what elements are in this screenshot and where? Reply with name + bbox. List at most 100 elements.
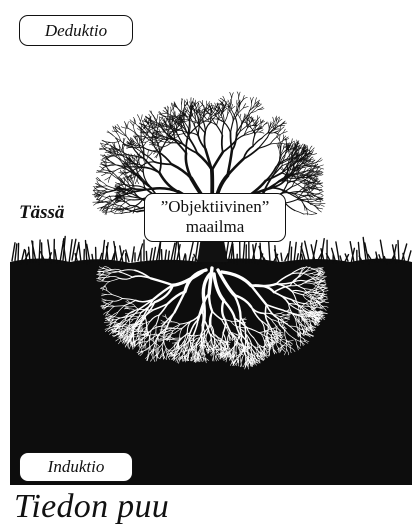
- branch-segment: [222, 123, 224, 135]
- branch-segment: [235, 118, 237, 133]
- branch-segment: [314, 196, 320, 198]
- branch-segment: [319, 203, 325, 204]
- branch-segment: [268, 123, 269, 127]
- figure-caption: Tiedon puu: [14, 488, 169, 526]
- branch-segment: [108, 159, 114, 164]
- branch-segment: [317, 160, 323, 162]
- branch-segment: [154, 122, 155, 127]
- grass-blade: [305, 241, 309, 261]
- branch-segment: [240, 114, 241, 118]
- grass-blade: [408, 251, 411, 262]
- branch-segment: [312, 212, 317, 214]
- branch-segment: [110, 212, 115, 214]
- branch-segment: [115, 207, 119, 209]
- branch-segment: [238, 114, 240, 118]
- branch-segment: [274, 118, 276, 123]
- objective-world-label: ”Objektiivinen” maailma: [144, 193, 286, 242]
- branch-segment: [211, 103, 212, 108]
- branch-segment: [287, 178, 300, 179]
- branch-segment: [232, 93, 234, 99]
- branch-segment: [285, 203, 295, 211]
- branch-segment: [125, 199, 133, 200]
- branch-segment: [295, 211, 304, 215]
- branch-segment: [279, 143, 286, 144]
- grass-blade: [102, 240, 105, 262]
- branch-segment: [120, 172, 125, 173]
- branch-segment: [197, 103, 199, 108]
- tassa-label: Tässä: [19, 202, 64, 224]
- branch-segment: [199, 105, 202, 108]
- branch-segment: [237, 92, 239, 98]
- grass-blade: [146, 251, 147, 263]
- branch-segment: [159, 114, 165, 117]
- grass-blade: [132, 247, 134, 262]
- branch-segment: [259, 132, 264, 133]
- branch-segment: [191, 98, 192, 104]
- branch-segment: [222, 136, 223, 153]
- branch-segment: [252, 97, 254, 103]
- branch-segment: [198, 126, 199, 136]
- branch-segment: [230, 105, 231, 112]
- branch-segment: [133, 186, 144, 188]
- grass-blade: [79, 244, 81, 262]
- branch-segment: [250, 117, 251, 121]
- branch-segment: [288, 151, 289, 160]
- branch-segment: [184, 101, 185, 106]
- branch-segment: [137, 179, 139, 184]
- deduktio-label: Deduktio: [19, 15, 133, 46]
- branch-segment: [259, 130, 263, 132]
- grass-blade: [72, 239, 76, 260]
- branch-segment: [101, 181, 107, 186]
- branch-segment: [279, 149, 280, 156]
- branch-segment: [103, 141, 111, 143]
- branch-segment: [132, 188, 153, 189]
- branch-segment: [318, 165, 324, 167]
- branch-segment: [115, 210, 118, 212]
- branch-segment: [212, 152, 223, 170]
- branch-segment: [115, 213, 121, 214]
- grass-blade: [380, 240, 384, 261]
- branch-segment: [279, 135, 280, 140]
- branch-segment: [189, 122, 190, 129]
- branch-segment: [118, 132, 126, 136]
- grass-blade: [297, 254, 298, 260]
- grass-blade: [18, 244, 19, 263]
- branch-segment: [102, 173, 108, 176]
- branch-segment: [103, 201, 111, 202]
- branch-segment: [135, 179, 137, 184]
- grass-blade: [150, 249, 152, 263]
- branch-segment: [230, 92, 232, 98]
- branch-segment: [270, 143, 279, 144]
- branch-segment: [277, 137, 280, 141]
- branch-segment: [230, 112, 233, 121]
- branch-segment: [230, 133, 231, 151]
- branch-segment: [285, 200, 297, 204]
- branch-segment: [124, 138, 126, 143]
- branch-segment: [140, 142, 146, 143]
- grass-blade: [294, 243, 296, 263]
- branch-segment: [253, 138, 262, 146]
- branch-segment: [148, 152, 152, 156]
- branch-segment: [157, 114, 158, 120]
- branch-segment: [240, 118, 242, 124]
- grass-blade: [269, 242, 270, 262]
- grass-blade: [153, 248, 155, 262]
- grass-blade: [281, 253, 282, 260]
- branch-segment: [137, 159, 138, 166]
- branch-segment: [311, 214, 317, 215]
- branch-segment: [206, 101, 207, 106]
- branch-segment: [100, 155, 107, 157]
- grass-blade: [92, 255, 93, 262]
- grass-blade: [288, 242, 290, 261]
- branch-segment: [127, 148, 132, 149]
- branch-segment: [186, 135, 188, 153]
- branch-segment: [164, 108, 168, 112]
- branch-segment: [239, 92, 241, 98]
- branch-segment: [204, 133, 205, 149]
- branch-segment: [251, 109, 258, 112]
- branch-segment: [124, 178, 125, 183]
- branch-segment: [280, 127, 284, 131]
- branch-segment: [224, 122, 231, 133]
